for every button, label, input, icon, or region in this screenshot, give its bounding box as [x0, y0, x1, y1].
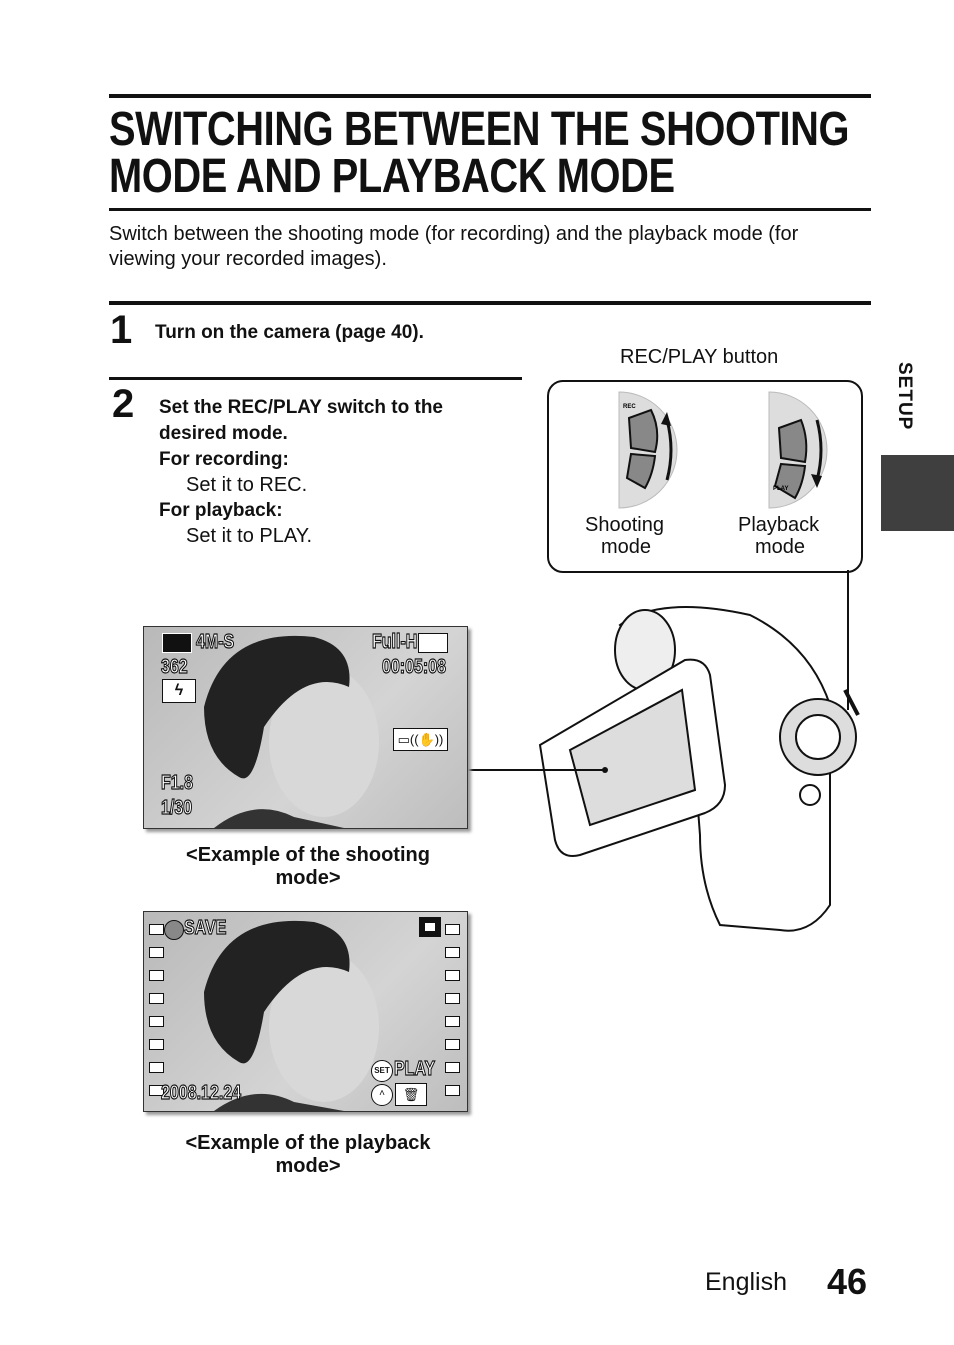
- dial-play-illustration: PLAY: [768, 391, 828, 509]
- save-label: SAVE: [184, 916, 227, 939]
- video-camera-icon: [418, 633, 448, 653]
- step2-line2: desired mode.: [159, 423, 288, 444]
- for-recording-text: Set it to REC.: [186, 474, 308, 496]
- page-title-line2: MODE AND PLAYBACK MODE: [109, 150, 675, 203]
- delete-icon: 🗑: [395, 1083, 427, 1106]
- title-bottom-rule: [109, 208, 871, 211]
- screen-leader-line: [466, 769, 606, 771]
- video-quality-indicator: Full-HD: [372, 630, 430, 653]
- button-leader-line: [847, 570, 849, 710]
- shooting-mode-label-2: mode: [601, 536, 652, 558]
- save-camera-icon: [164, 920, 184, 940]
- footer-language: English: [705, 1268, 787, 1296]
- step1-text: Turn on the camera (page 40).: [155, 322, 424, 343]
- set-button-icon: SET: [371, 1060, 393, 1082]
- step2-number: 2: [112, 382, 135, 426]
- for-playback-text: Set it to PLAY.: [186, 525, 313, 547]
- svg-text:REC: REC: [623, 404, 636, 410]
- frame-indicator-icon: [419, 917, 441, 937]
- setup-section-tab: [881, 455, 954, 531]
- dial-rec-illustration: REC: [618, 391, 678, 509]
- shooting-caption-line2: mode>: [275, 867, 341, 889]
- step1-rule: [109, 301, 871, 305]
- resolution-indicator: 4M-S: [196, 630, 235, 653]
- time-remaining: 00:05:08: [382, 655, 447, 678]
- shooting-caption-line1: <Example of the shooting: [186, 844, 430, 866]
- shooting-mode-screen-example: 4M-S 362 ϟ Full-HD 00:05:08 ▭((✋)) F1.8 …: [143, 626, 468, 829]
- playback-mode-screen-example: SAVE SET PLAY 2008.12.24 ˄ 🗑: [143, 911, 468, 1112]
- shutter-speed-value: 1/30: [161, 796, 193, 819]
- intro-line1: Switch between the shooting mode (for re…: [109, 223, 799, 245]
- play-label: PLAY: [394, 1057, 436, 1080]
- rec-play-callout-box: REC PLAY Shooting mode Playback mode: [547, 380, 863, 573]
- stabilizer-icon: ▭((✋)): [393, 728, 448, 751]
- portrait-photo-playback: [204, 920, 379, 1111]
- for-playback-label: For playback:: [159, 500, 283, 521]
- flash-off-icon: ϟ: [162, 679, 196, 703]
- shots-remaining: 362: [161, 655, 189, 678]
- up-button-icon: ˄: [371, 1084, 393, 1106]
- playback-mode-label-2: mode: [755, 536, 806, 558]
- camera-icon: [162, 633, 192, 653]
- playback-caption-line1: <Example of the playback: [185, 1132, 431, 1154]
- playback-date: 2008.12.24: [161, 1081, 242, 1104]
- page-title-line1: SWITCHING BETWEEN THE SHOOTING: [109, 103, 850, 156]
- setup-section-label: SETUP: [894, 362, 915, 431]
- playback-mode-label-1: Playback: [738, 514, 820, 536]
- step2-line1: Set the REC/PLAY switch to the: [159, 397, 443, 418]
- camera-illustration: [538, 606, 860, 932]
- page-number: 46: [827, 1261, 868, 1302]
- shooting-mode-label-1: Shooting: [585, 514, 664, 536]
- step2-rule: [109, 377, 522, 380]
- portrait-photo: [204, 635, 379, 828]
- intro-line2: viewing your recorded images).: [109, 248, 387, 270]
- playback-caption-line2: mode>: [275, 1155, 341, 1177]
- title-top-rule: [109, 94, 871, 98]
- svg-text:PLAY: PLAY: [773, 486, 788, 492]
- step1-number: 1: [110, 308, 133, 352]
- for-recording-label: For recording:: [159, 449, 289, 470]
- rec-play-button-label: REC/PLAY button: [620, 346, 779, 368]
- aperture-value: F1.8: [161, 771, 194, 794]
